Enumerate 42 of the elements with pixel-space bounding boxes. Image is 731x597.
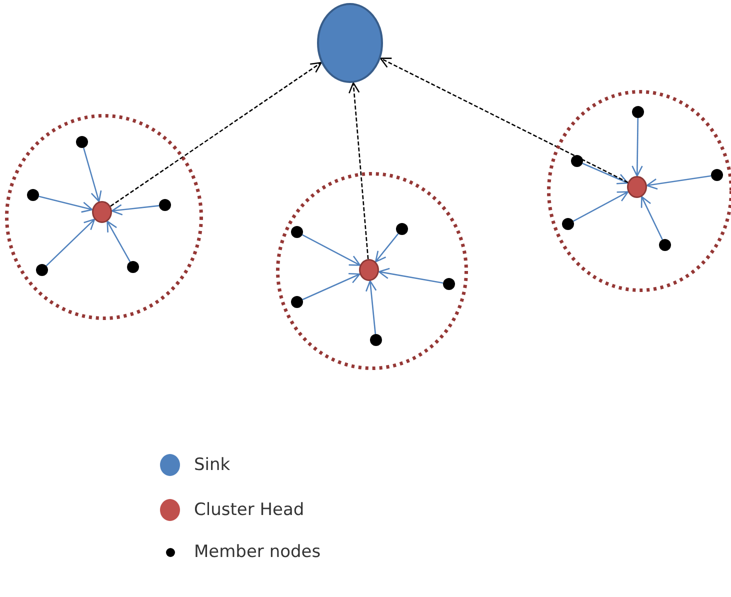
member-node-dot bbox=[291, 226, 303, 238]
member-node-dot bbox=[127, 261, 139, 273]
arrow bbox=[302, 272, 360, 300]
member-node-dot bbox=[27, 189, 39, 201]
member-node-dot bbox=[370, 334, 382, 346]
cluster-head-dot bbox=[92, 201, 112, 223]
member-node-dot bbox=[571, 155, 583, 167]
sink-circle bbox=[317, 3, 383, 83]
member-node-dot bbox=[659, 239, 671, 251]
arrow bbox=[46, 218, 96, 266]
cluster-head-dot bbox=[359, 259, 379, 281]
member-node-dot bbox=[562, 218, 574, 230]
arrow bbox=[573, 191, 629, 222]
arrow bbox=[38, 196, 93, 213]
legend-label: Cluster Head bbox=[194, 500, 304, 520]
arrow bbox=[82, 148, 102, 202]
dashed-arrow bbox=[380, 58, 628, 183]
cluster-boundary bbox=[276, 172, 468, 370]
cluster-boundary bbox=[547, 90, 731, 292]
cluster-head-dot bbox=[627, 176, 647, 198]
arrow bbox=[582, 162, 628, 184]
arrow bbox=[365, 280, 377, 334]
arrow bbox=[111, 204, 160, 216]
member-node-dot bbox=[159, 199, 171, 211]
dashed-arrow bbox=[110, 62, 322, 207]
member-node-dot bbox=[76, 136, 88, 148]
member-node-dot bbox=[396, 223, 408, 235]
cluster-boundary bbox=[5, 114, 203, 320]
member-node-dot bbox=[291, 296, 303, 308]
arrow bbox=[106, 220, 131, 262]
member-node-dot bbox=[36, 264, 48, 276]
arrow bbox=[646, 175, 712, 190]
member-node-dot bbox=[443, 278, 455, 290]
arrow bbox=[374, 233, 399, 262]
member-node-dot bbox=[711, 169, 723, 181]
arrow bbox=[378, 268, 444, 284]
member-node-dot bbox=[632, 106, 644, 118]
dashed-arrow bbox=[348, 82, 369, 260]
legend-label: Sink bbox=[194, 455, 230, 475]
arrow bbox=[632, 118, 643, 177]
arrow bbox=[640, 196, 663, 240]
legend-label: Member nodes bbox=[194, 542, 321, 562]
